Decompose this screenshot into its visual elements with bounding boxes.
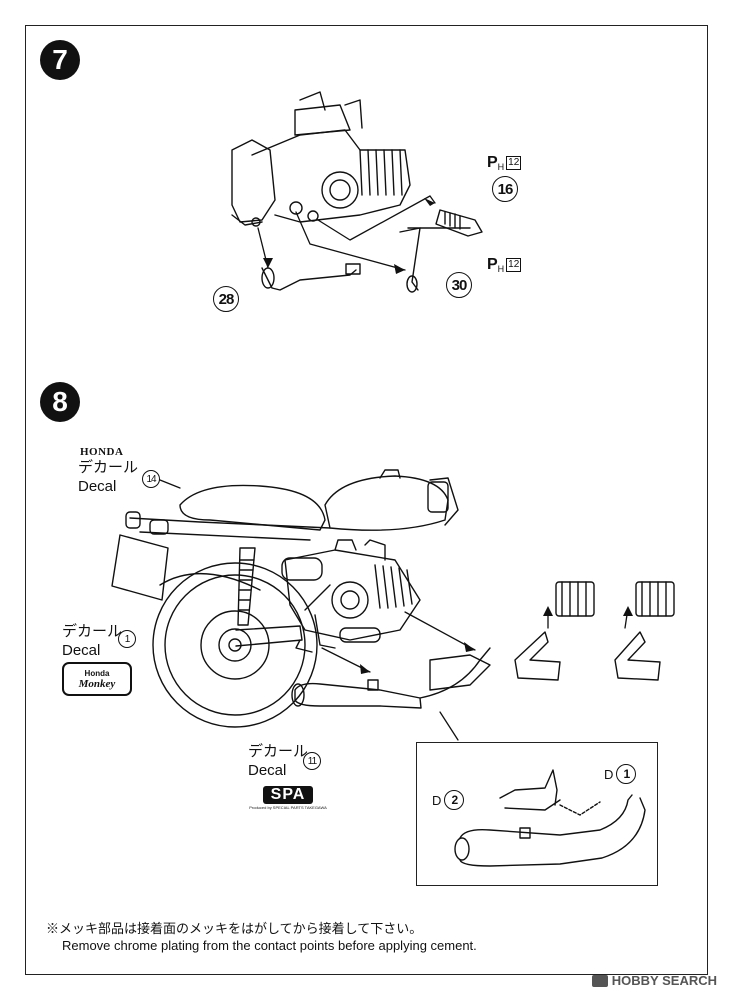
ph-number-box: 12: [506, 156, 522, 170]
d1-part-label: D 1: [604, 764, 637, 784]
watermark: HOBBY SEARCH: [591, 973, 717, 988]
decal-11-label: デカール Decal: [248, 742, 308, 780]
monkey-logo-line2: Monkey: [78, 678, 116, 690]
decal-jp-text: デカール: [248, 743, 309, 760]
honda-brand-text: HONDA: [80, 446, 124, 458]
ph-letter: P: [487, 256, 498, 273]
exhaust-detail-box: [416, 742, 658, 886]
step7-parts: [261, 209, 483, 293]
ph12-top-label: P H 12: [487, 154, 522, 172]
part-28-label: 28: [213, 286, 239, 312]
part-16-label: 16: [492, 176, 518, 202]
decal-en-text: Decal: [62, 642, 101, 659]
part-30-label: 30: [446, 272, 472, 298]
decal-14-number: 14: [142, 470, 160, 488]
step8-footpeg-parts: [514, 581, 675, 681]
page-frame: [25, 25, 708, 975]
monkey-decal-logo: Honda Monkey: [62, 662, 132, 696]
exhaust-detail-drawing: [454, 769, 646, 867]
spa-logo-small: Produced by SPECIAL PARTS TAKEGAWA: [249, 805, 327, 810]
decal-1-label: デカール Decal: [62, 622, 122, 660]
decal-14-label: デカール Decal: [78, 458, 138, 496]
d2-part-label: D 2: [432, 790, 465, 810]
spa-decal-logo: SPA Produced by SPECIAL PARTS TAKEGAWA: [248, 786, 328, 814]
decal-11-number: 11: [303, 752, 321, 770]
spa-logo-main: SPA: [262, 786, 314, 804]
chrome-note-en: Remove chrome plating from the contact p…: [62, 938, 477, 953]
chrome-note-jp: ※メッキ部品は接着面のメッキをはがしてから接着して下さい。: [46, 921, 423, 936]
ph-number-box: 12: [506, 258, 522, 272]
step8-motorcycle-drawing: [111, 469, 491, 728]
decal-en-text: Decal: [248, 762, 287, 779]
decal-en-text: Decal: [78, 478, 117, 495]
decal-jp-text: デカール: [62, 623, 123, 640]
step-8-badge: 8: [40, 382, 80, 422]
d-number: 2: [444, 790, 465, 810]
decal-1-number: 1: [118, 630, 136, 648]
step7-engine-drawing: [231, 91, 411, 227]
d-number: 1: [616, 764, 637, 784]
ph12-bottom-label: P H 12: [487, 256, 522, 274]
watermark-text: HOBBY SEARCH: [611, 973, 717, 988]
camera-icon: [591, 974, 608, 987]
step-7-badge: 7: [40, 40, 80, 80]
d-letter: D: [604, 766, 614, 782]
monkey-logo-line1: Honda: [84, 669, 110, 678]
decal-jp-text: デカール: [78, 459, 139, 476]
ph-sub: H: [497, 162, 505, 172]
ph-sub: H: [497, 264, 505, 274]
ph-letter: P: [487, 154, 498, 171]
d-letter: D: [432, 792, 442, 808]
